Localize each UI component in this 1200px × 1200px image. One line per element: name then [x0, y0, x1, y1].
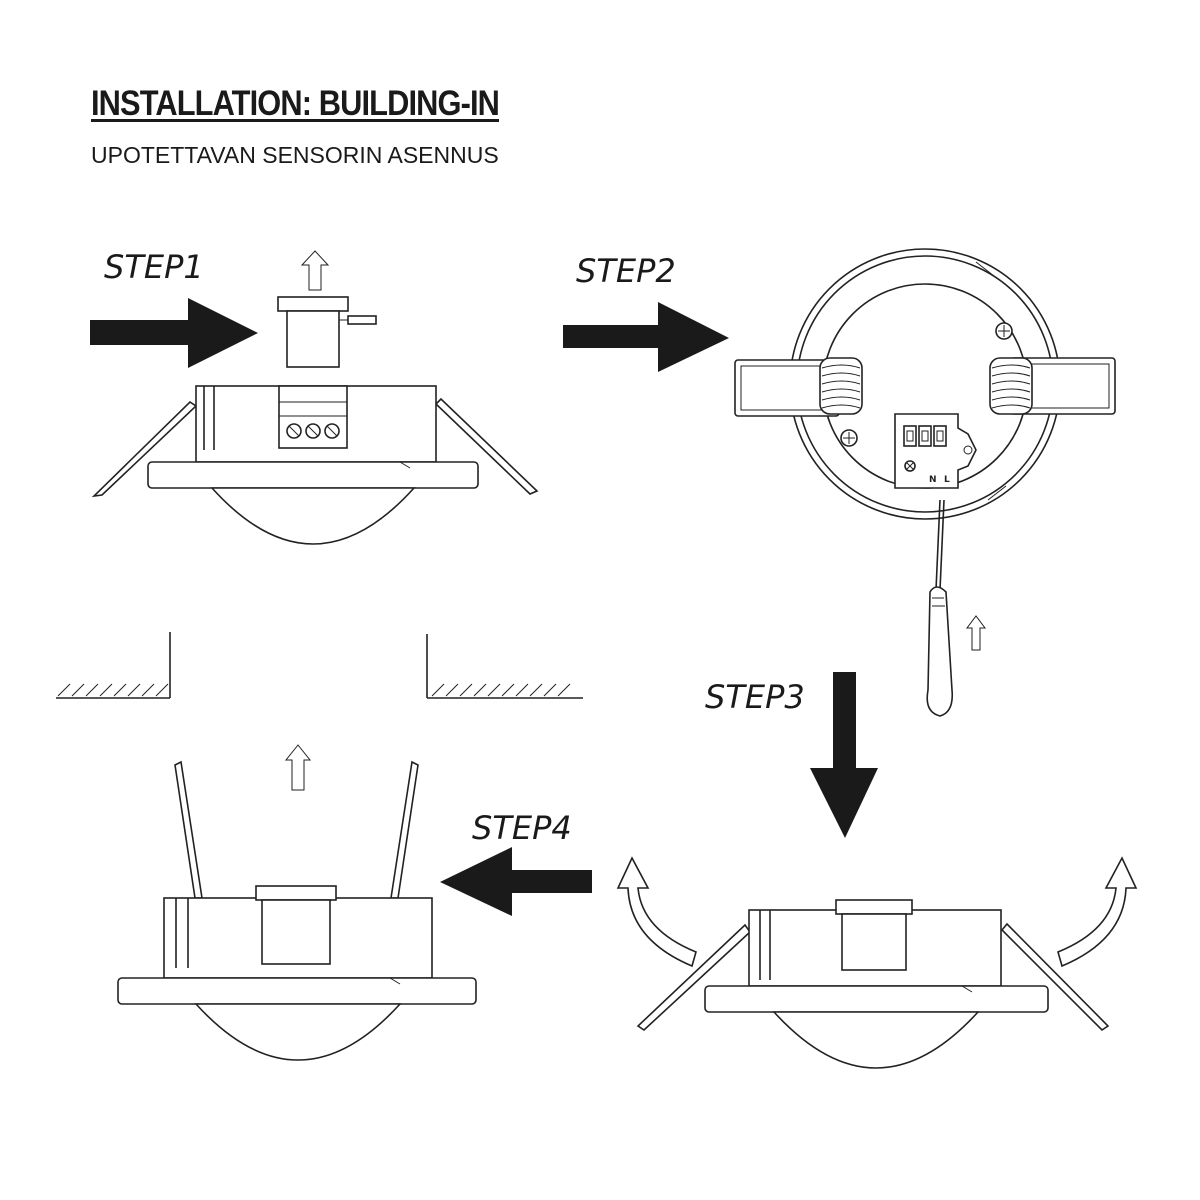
sensor-lens: [210, 487, 416, 545]
step3-illustration: [616, 672, 1138, 1069]
spring-clip-right: [1000, 922, 1110, 1032]
spring-clip-left: [174, 760, 203, 899]
terminal-cover: [277, 296, 377, 368]
step4-illustration: [117, 744, 592, 1061]
terminal-label-n: N: [929, 475, 937, 485]
terminal-cover: [835, 899, 913, 915]
screw-icon: [840, 429, 858, 447]
step1-illustration: [90, 250, 539, 545]
step2-arrow-icon: [563, 302, 729, 372]
rotate-arrow-left-icon: [616, 856, 697, 968]
sensor-lens: [194, 1003, 402, 1061]
sensor-lens: [772, 1011, 980, 1069]
terminal-label-l: L: [944, 475, 950, 485]
step1-up-arrow-icon: [300, 250, 330, 291]
step2-up-arrow-icon: [966, 615, 986, 651]
spring-clip-left: [91, 400, 198, 498]
terminal-cover: [255, 885, 337, 901]
rotate-arrow-right-icon: [1057, 856, 1138, 968]
step4-up-arrow-icon: [284, 744, 312, 791]
sensor-flange: [147, 461, 479, 489]
step1-arrow-icon: [90, 298, 258, 368]
spring-clip-right: [434, 397, 539, 495]
spring-coil-right: [989, 357, 1033, 415]
terminal-block-top-view: N L: [894, 413, 977, 489]
page-title: INSTALLATION: BUILDING-IN: [91, 84, 500, 123]
spring-coil-left: [819, 357, 863, 415]
sensor-flange: [704, 985, 1049, 1013]
step3-arrow-icon: [810, 672, 878, 838]
screw-icon: [995, 322, 1013, 340]
step1-label: STEP1: [104, 248, 204, 286]
step2-illustration: N L: [563, 248, 1116, 717]
step4-arrow-icon: [440, 847, 592, 916]
sensor-flange: [117, 977, 477, 1005]
step2-label: STEP2: [576, 252, 676, 290]
step4-label: STEP4: [472, 809, 572, 847]
step3-label: STEP3: [705, 678, 805, 716]
screwdriver-icon: [926, 499, 954, 717]
page-subtitle: UPOTETTAVAN SENSORIN ASENNUS: [91, 142, 499, 168]
spring-clip-right: [390, 760, 419, 899]
ceiling-cutout: [56, 632, 583, 699]
